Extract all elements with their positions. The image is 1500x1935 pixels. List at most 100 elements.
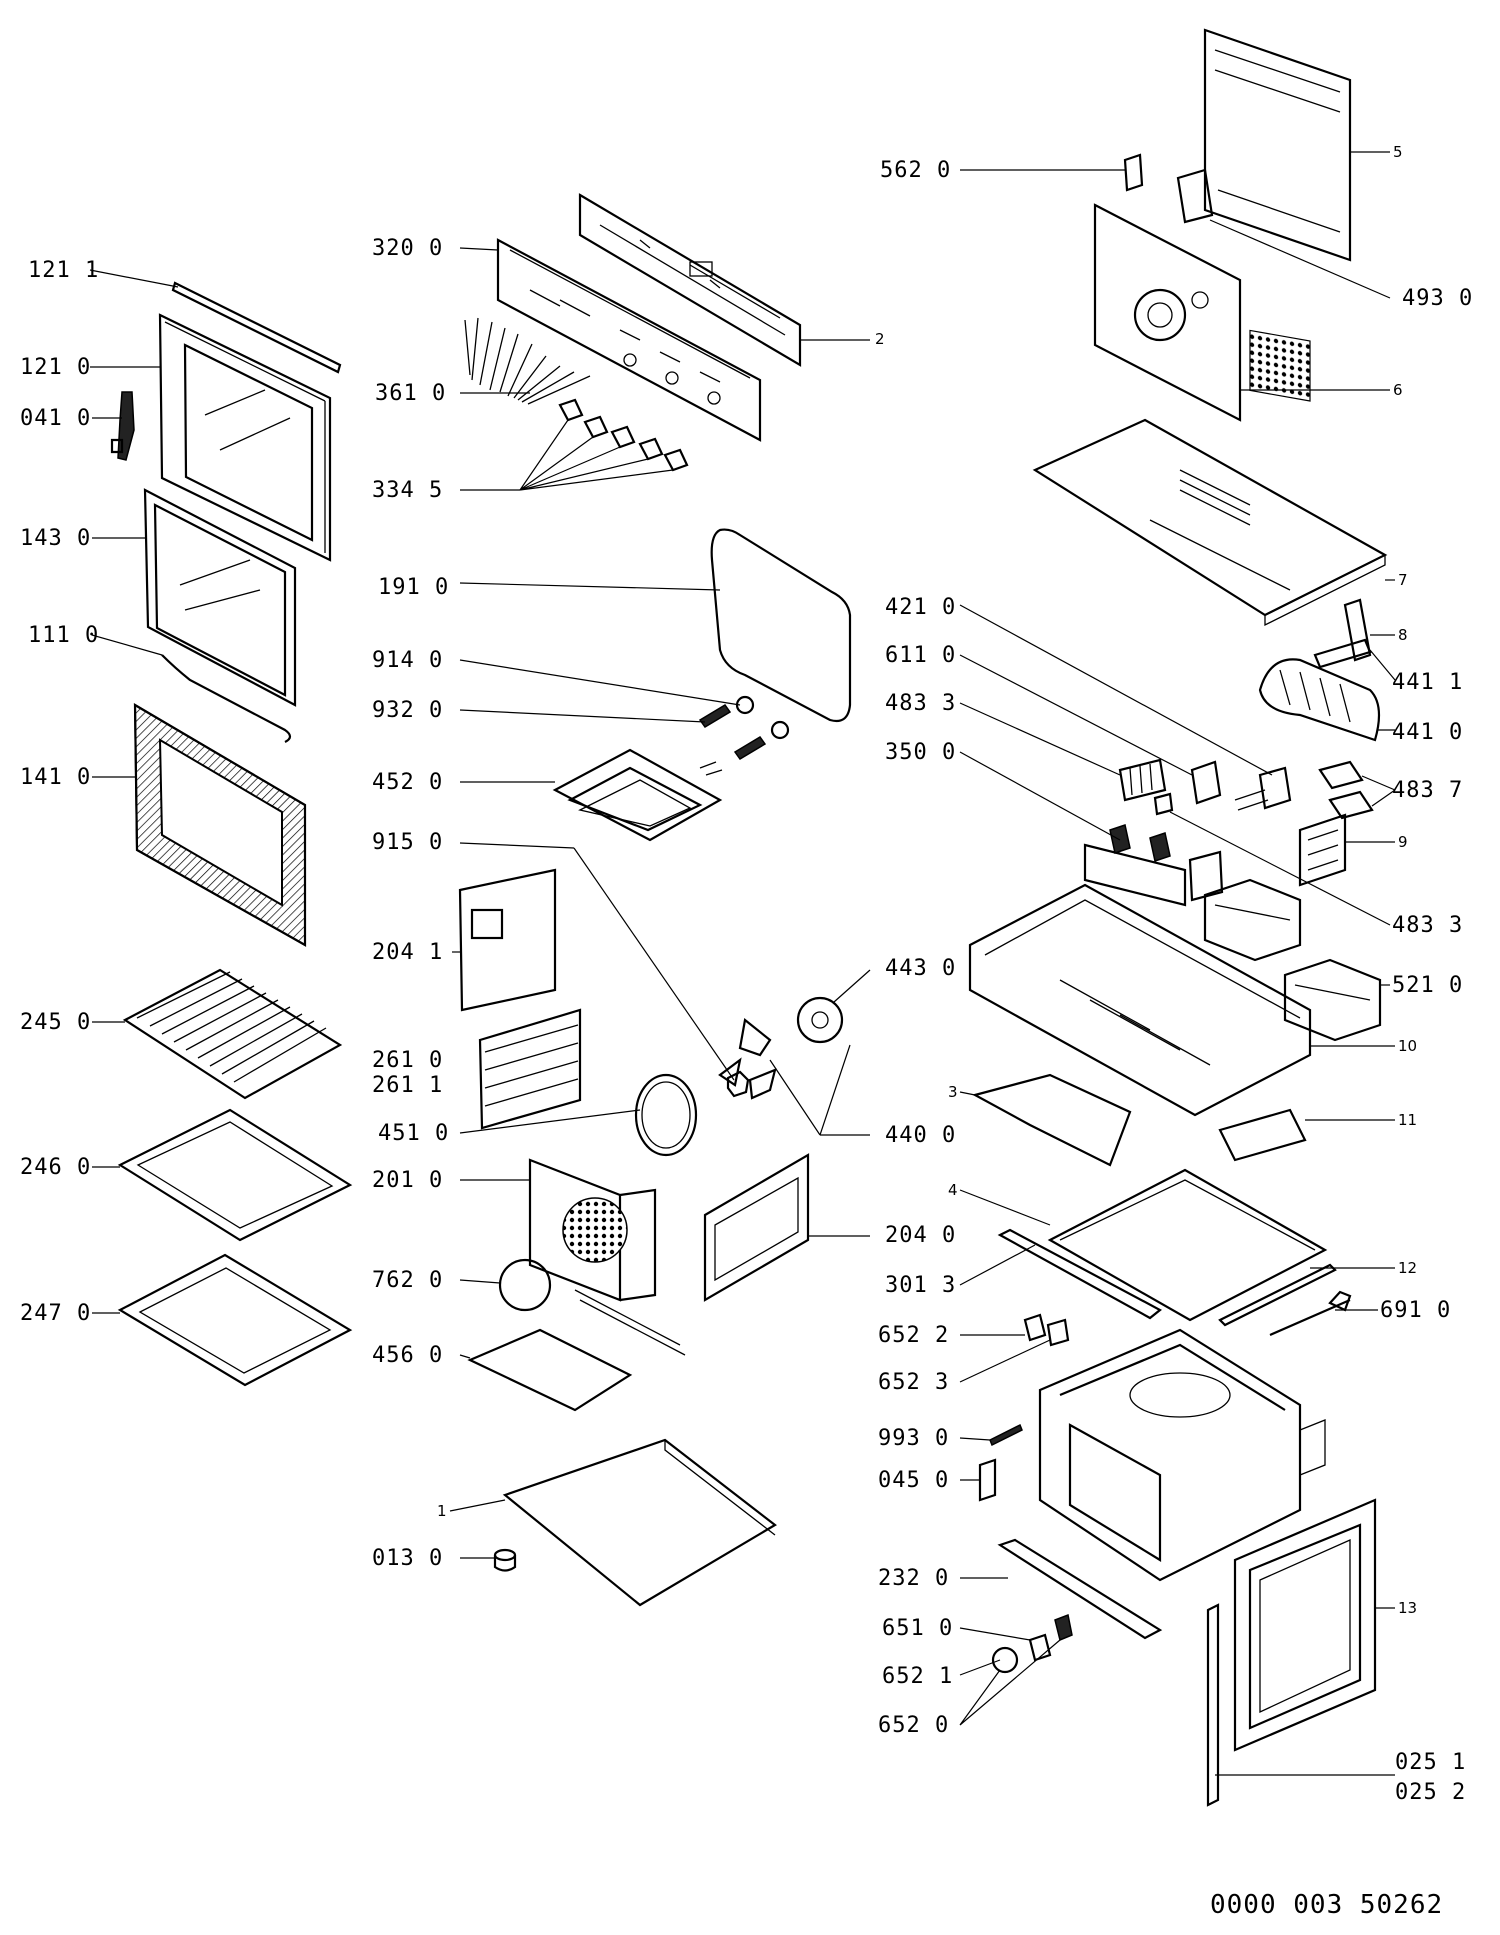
tangential-fan [1258,638,1396,742]
label-483-7: 483 7 [1392,778,1464,803]
rod-12 [1218,1263,1395,1327]
callout-3: 3 [948,1083,958,1101]
bottom-heating-element [459,1289,686,1412]
callout-10: 10 [1398,1037,1418,1055]
callout-2: 2 [875,330,885,348]
label-025-2: 025 2 [1395,1780,1467,1805]
grill-heating-element [460,748,723,842]
small-clip [960,153,1144,192]
side-strip [959,1228,1162,1320]
callout-13: 13 [1398,1599,1418,1617]
label-334-5: 334 5 [372,478,444,503]
label-521-0: 521 0 [1392,973,1464,998]
label-652-0: 652 0 [878,1713,950,1738]
label-441-0: 441 0 [1392,720,1464,745]
bracket-11 [1218,1108,1395,1162]
label-320-0: 320 0 [372,236,444,261]
fan-nut [459,842,750,1098]
oven-door-gasket [459,528,852,723]
label-456-0: 456 0 [372,1343,444,1368]
door-hinge [92,391,135,461]
label-915-0: 915 0 [372,830,444,855]
label-246-0: 246 0 [20,1155,92,1180]
door-inner-glass [92,488,297,707]
side-rack-rails [478,1008,582,1130]
label-121-1: 121 1 [28,258,100,283]
lamp-cover-disc [459,1258,552,1312]
wire-shelf [92,968,343,1100]
label-452-0: 452 0 [372,770,444,795]
label-652-1: 652 1 [882,1664,954,1689]
label-914-0: 914 0 [372,648,444,673]
label-361-0: 361 0 [375,381,447,406]
foot [460,1548,517,1572]
circular-heating-element [459,1073,698,1157]
screws-and-springs [459,659,790,760]
label-247-0: 247 0 [20,1301,92,1326]
baking-tray [92,1108,353,1242]
timer-programmer [959,751,1391,926]
label-204-1: 204 1 [372,940,444,965]
label-611-0: 611 0 [885,643,957,668]
door-trim-strip [89,269,342,374]
switch-045 [960,1458,997,1502]
label-443-0: 443 0 [885,956,957,981]
document-number: 0000 003 50262 [1210,1890,1444,1920]
callout-1: 1 [437,1502,447,1520]
label-111-0: 111 0 [28,623,100,648]
label-301-3: 301 3 [885,1273,957,1298]
callout-7: 7 [1398,571,1408,589]
label-652-2: 652 2 [878,1323,950,1348]
label-993-0: 993 0 [878,1426,950,1451]
fan-motor-assembly [718,969,871,1136]
callout-6: 6 [1393,381,1403,399]
label-261-1: 261 1 [372,1073,444,1098]
connector-bracket [1343,598,1395,662]
label-204-0: 204 0 [885,1223,957,1248]
fan-back-panel [1093,203,1390,422]
lamp-holders [959,1313,1070,1383]
callout-9: 9 [1398,833,1408,851]
label-562-0: 562 0 [880,158,952,183]
front-trim-232 [960,1538,1163,1640]
drip-pan [92,1253,353,1387]
knob-shafts [460,317,591,405]
terminal-block [959,702,1167,802]
control-panel-back-plate [578,193,802,367]
label-932-0: 932 0 [372,698,444,723]
callout-8: 8 [1398,626,1408,644]
rear-fan-cover [460,1158,657,1302]
rear-panel-small [452,868,557,1012]
label-691-0: 691 0 [1380,1298,1452,1323]
door-side-strip [1206,1603,1395,1807]
label-350-0: 350 0 [885,740,957,765]
control-panel-fascia [459,238,870,442]
label-232-0: 232 0 [878,1566,950,1591]
label-025-1: 025 1 [1395,1750,1467,1775]
lamp-parts [959,1613,1073,1726]
screw-993 [959,1423,1023,1447]
callout-4: 4 [948,1181,958,1199]
top-cover-plate [1032,418,1395,627]
rear-cover-panel [1203,28,1390,402]
door-outer-glass [92,703,307,947]
door-frame-13 [1233,1498,1395,1752]
label-651-0: 651 0 [882,1616,954,1641]
control-module [1203,878,1390,1042]
label-013-0: 013 0 [372,1546,444,1571]
label-041-0: 041 0 [20,406,92,431]
fuse-holders [1318,760,1396,820]
side-support-3 [959,1073,1132,1167]
label-261-0: 261 0 [372,1048,444,1073]
thermal-cutout [959,654,1222,805]
label-441-1: 441 1 [1392,670,1464,695]
switch-component [959,604,1292,811]
door-seal-rod [91,634,292,743]
temperature-probe [1269,1290,1378,1337]
callout-5: 5 [1393,143,1403,161]
callout-11: 11 [1398,1111,1418,1129]
label-483-3b: 483 3 [1392,913,1464,938]
label-652-3: 652 3 [878,1370,950,1395]
label-245-0: 245 0 [20,1010,92,1035]
